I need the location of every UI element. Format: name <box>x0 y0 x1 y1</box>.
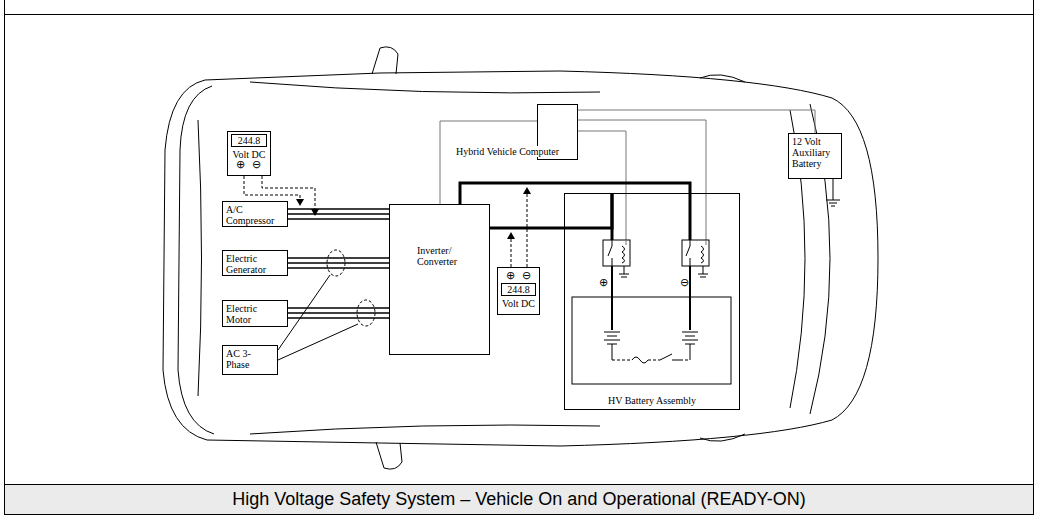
frame <box>4 0 1034 515</box>
ground-symbol <box>826 179 840 206</box>
caption: High Voltage Safety System – Vehicle On … <box>232 489 806 510</box>
phase-callout <box>278 250 375 360</box>
wire-line <box>490 193 612 228</box>
wire <box>288 258 389 268</box>
node-label: HV Battery Assembly <box>565 395 739 406</box>
callout-box: AC 3-Phase <box>222 345 278 375</box>
node-label: Electric Generator <box>226 253 284 275</box>
node-label: AC 3-Phase <box>226 348 274 370</box>
wire-line <box>288 213 389 215</box>
wire-line <box>288 262 389 264</box>
wire-line <box>288 208 389 210</box>
wire-line <box>288 257 389 259</box>
wire-line <box>288 267 389 269</box>
polarity-symbol: ⊕ <box>599 277 608 288</box>
caption-band: High Voltage Safety System – Vehicle On … <box>5 485 1033 514</box>
node-label: 244.8 <box>501 283 536 296</box>
polarity-symbol: ⊖ <box>252 159 261 170</box>
meter-display: 244.8Volt DC <box>497 267 540 315</box>
wire <box>288 308 389 318</box>
wire-line <box>288 218 389 220</box>
component-box: Electric Motor <box>222 300 288 327</box>
polarity-symbol: ⊖ <box>680 277 689 288</box>
node-label: Inverter/ Converter <box>417 245 469 267</box>
node-label: Volt DC <box>230 149 268 160</box>
component-box: Electric Generator <box>222 250 288 276</box>
wire <box>288 209 389 219</box>
component-box: A/C Compressor <box>222 201 288 227</box>
inverter-box: Inverter/ Converter <box>389 204 490 355</box>
wire-line <box>288 317 389 319</box>
wire <box>490 193 612 228</box>
computer-box: Hybrid Vehicle Computer <box>537 104 578 160</box>
wire-line <box>440 121 537 204</box>
wire-line <box>578 110 815 133</box>
polarity-symbol: ⊖ <box>522 270 531 281</box>
wire-line <box>288 312 389 314</box>
node-label: 244.8 <box>231 134 267 147</box>
meter-display: 244.8Volt DC <box>227 131 271 176</box>
polarity-symbol: ⊕ <box>236 159 245 170</box>
node-label: 12 Volt Auxiliary Battery <box>792 136 838 169</box>
node-label: Volt DC <box>500 298 537 309</box>
node-label: Electric Motor <box>226 303 284 325</box>
car-outline <box>163 47 878 469</box>
wire <box>578 110 815 133</box>
wire-line <box>288 307 389 309</box>
wire <box>440 121 537 204</box>
node-label: Hybrid Vehicle Computer <box>456 146 559 157</box>
battery-assembly: HV Battery Assembly <box>564 193 740 410</box>
node-label: A/C Compressor <box>226 204 284 226</box>
polarity-symbol: ⊕ <box>506 270 515 281</box>
aux-battery-box: 12 Volt Auxiliary Battery <box>788 133 842 179</box>
